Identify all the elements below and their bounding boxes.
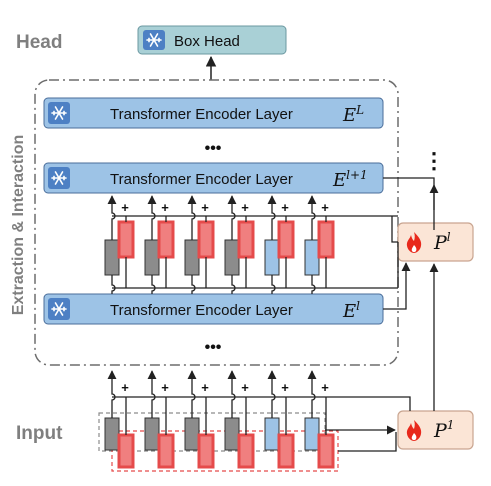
prompt-module-1: P1: [397, 410, 474, 450]
prompt-connections: [325, 177, 439, 452]
encoder-superscript: L: [355, 103, 364, 117]
gray-token: [104, 239, 120, 276]
gray-token: [144, 417, 160, 451]
plus-sign: +: [121, 200, 129, 215]
plus-sign: +: [281, 380, 289, 395]
encoder-layer-l-plus-1: Transformer Encoder Layer El+1: [43, 162, 384, 194]
red-token: [197, 220, 215, 259]
prompt-module-l: Pl: [397, 222, 474, 262]
encoder-superscript: l+1: [346, 168, 368, 182]
red-token: [237, 220, 255, 259]
gray-token: [224, 239, 240, 276]
encoder-layer-label: Transformer Encoder Layer: [110, 302, 293, 319]
svg-text:P1: P1: [433, 418, 454, 442]
blue-token: [304, 417, 320, 451]
prompt-superscript: l: [447, 230, 451, 244]
red-token: [197, 433, 215, 469]
extraction-interaction-label: Extraction & Interaction: [10, 135, 27, 315]
encoder-symbol: E: [342, 301, 356, 322]
plus-sign: +: [201, 380, 209, 395]
head-label: Head: [16, 32, 62, 53]
plus-sign: +: [321, 200, 329, 215]
red-token: [117, 433, 135, 469]
encoder-layer-label: Transformer Encoder Layer: [110, 106, 293, 123]
encoder-symbol: E: [342, 105, 356, 126]
gray-token: [224, 417, 240, 451]
blue-token: [264, 417, 280, 451]
plus-sign: +: [241, 200, 249, 215]
prompt-symbol: P: [433, 420, 448, 442]
red-token: [317, 220, 335, 259]
plus-sign: +: [201, 200, 209, 215]
vertical-ellipsis: ⋮: [423, 148, 445, 173]
blue-token: [304, 239, 320, 276]
gray-token: [184, 239, 200, 276]
red-token: [117, 220, 135, 259]
red-token: [237, 433, 255, 469]
red-token: [157, 220, 175, 259]
svg-text:Pl: Pl: [433, 230, 451, 254]
gray-token: [104, 417, 120, 451]
extraction-container: [34, 79, 399, 366]
encoder-layer-L: Transformer Encoder Layer EL: [43, 97, 384, 129]
middle-token-group: + + + + + +: [104, 195, 398, 294]
svg-text:EL: EL: [342, 103, 364, 126]
plus-sign: +: [321, 380, 329, 395]
encoder-layer-l: Transformer Encoder Layer El: [43, 293, 384, 325]
prompt-superscript: 1: [447, 418, 455, 432]
svg-text:El+1: El+1: [332, 168, 368, 191]
encoder-superscript: l: [356, 299, 360, 313]
plus-sign: +: [121, 380, 129, 395]
encoder-layer-label: Transformer Encoder Layer: [110, 171, 293, 188]
input-label: Input: [16, 423, 63, 444]
red-token: [157, 433, 175, 469]
layer-ellipsis: •••: [205, 140, 222, 157]
prompt-symbol: P: [433, 232, 448, 254]
box-head-label: Box Head: [174, 33, 240, 50]
blue-token: [264, 239, 280, 276]
box-head: Box Head: [137, 25, 287, 55]
red-token: [317, 433, 335, 469]
plus-sign: +: [161, 380, 169, 395]
input-token-group: + + + + + +: [98, 370, 398, 472]
encoder-symbol: E: [332, 170, 346, 191]
gray-token: [144, 239, 160, 276]
plus-sign: +: [281, 200, 289, 215]
plus-sign: +: [161, 200, 169, 215]
gray-token: [184, 417, 200, 451]
svg-text:El: El: [342, 299, 360, 322]
red-token: [277, 433, 295, 469]
red-token: [277, 220, 295, 259]
plus-sign: +: [241, 380, 249, 395]
input-patch-box: [98, 412, 326, 452]
layer-ellipsis: •••: [205, 339, 222, 356]
